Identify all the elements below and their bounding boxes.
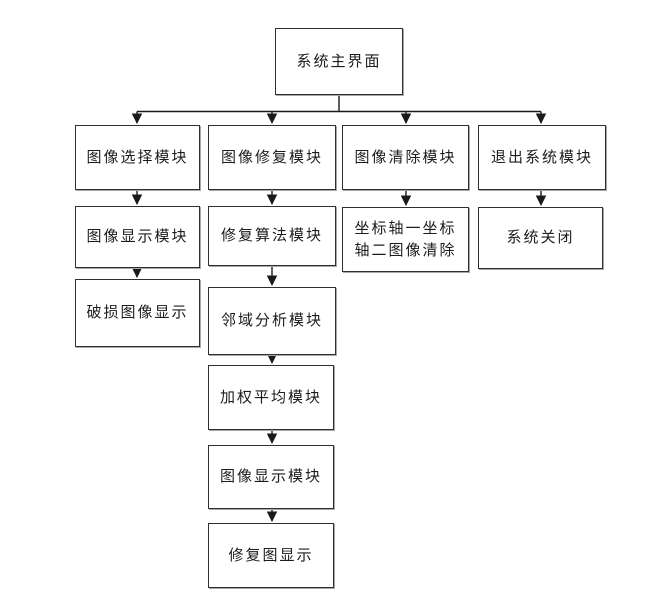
node-label: 图像显示模块 <box>219 467 322 486</box>
node-weighted-average-module: 加权平均模块 <box>208 365 334 430</box>
node-label: 图像修复模块 <box>220 147 323 166</box>
node-system-close: 系统关闭 <box>478 207 603 269</box>
node-image-display-module-1: 图像显示模块 <box>75 206 200 268</box>
node-neighborhood-analysis-module: 邻域分析模块 <box>208 287 336 355</box>
node-label: 图像清除模块 <box>354 147 457 166</box>
node-repair-algorithm-module: 修复算法模块 <box>208 206 336 266</box>
node-label: 加权平均模块 <box>219 387 322 406</box>
node-repaired-image-display: 修复图显示 <box>208 523 334 588</box>
node-damaged-image-display: 破损图像显示 <box>75 279 200 347</box>
node-exit-system-module: 退出系统模块 <box>478 125 606 190</box>
node-label: 邻域分析模块 <box>220 311 323 330</box>
node-label-line-1: 坐标轴一坐标 <box>354 218 457 237</box>
node-image-select-module: 图像选择模块 <box>75 125 200 190</box>
node-image-repair-module: 图像修复模块 <box>208 125 336 190</box>
node-label: 图像选择模块 <box>86 147 189 166</box>
node-image-display-module-2: 图像显示模块 <box>208 445 334 509</box>
node-label: 退出系统模块 <box>490 147 593 166</box>
node-axes-image-clear: 坐标轴一坐标 轴二图像清除 <box>342 207 469 272</box>
node-label: 修复算法模块 <box>220 226 323 245</box>
node-system-main: 系统主界面 <box>275 28 403 95</box>
node-label: 图像显示模块 <box>86 227 189 246</box>
node-image-clear-module: 图像清除模块 <box>342 125 469 190</box>
node-label-line-2: 轴二图像清除 <box>354 240 457 259</box>
node-label: 系统关闭 <box>506 228 575 247</box>
node-label: 破损图像显示 <box>86 303 189 322</box>
node-label: 修复图显示 <box>228 545 314 564</box>
node-label: 系统主界面 <box>296 51 382 70</box>
